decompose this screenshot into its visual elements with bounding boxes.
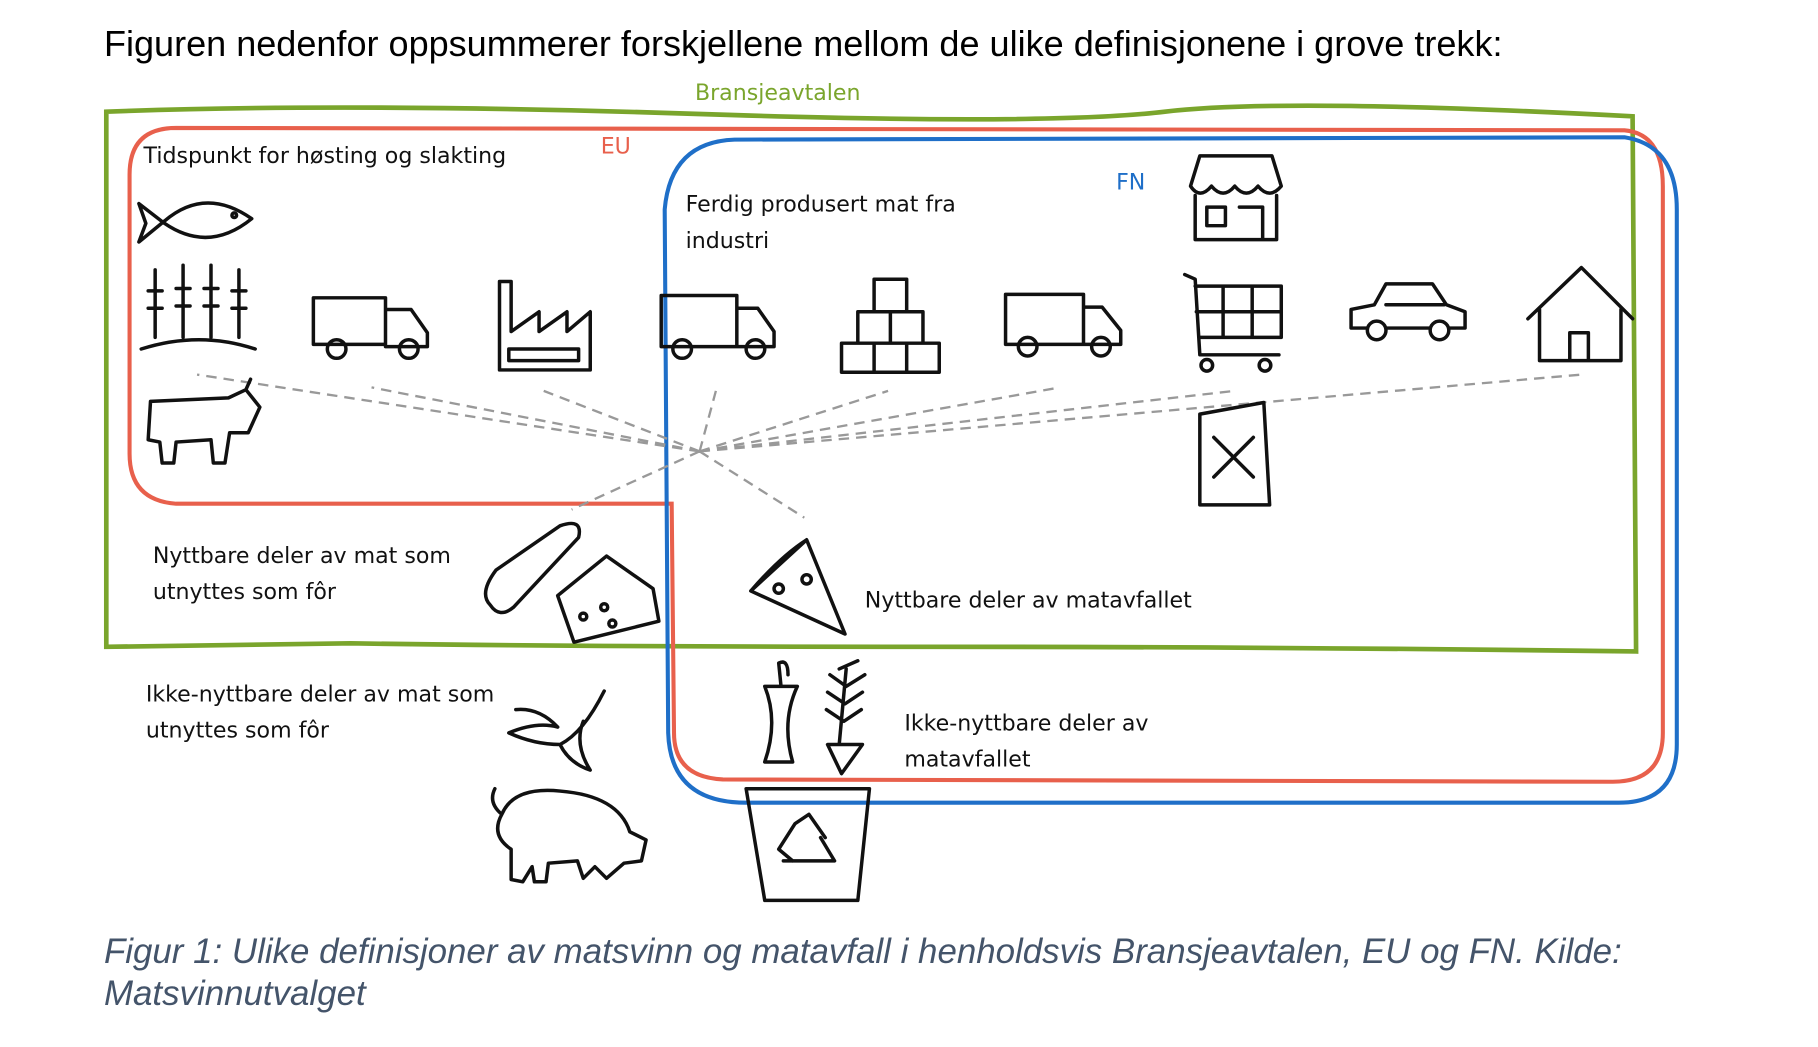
- wheat-icon: [139, 263, 257, 351]
- dump-truck-icon: [311, 296, 430, 361]
- feed-edible-label-line1: Nyttbare deler av mat som: [153, 543, 451, 569]
- car-icon: [1349, 282, 1467, 342]
- bransjeavtalen-boundary: [103, 103, 1639, 654]
- cow-icon: [146, 377, 262, 465]
- fish-bone-icon: [824, 659, 867, 776]
- factory-icon: [497, 279, 592, 372]
- fn-label: FN: [1116, 170, 1145, 196]
- pig-icon: [490, 786, 648, 884]
- shop-icon: [1188, 154, 1284, 242]
- waste-inedible-label-line1: Ikke-nyttbare deler av: [904, 711, 1148, 737]
- restaurant-menu-icon: [1198, 400, 1272, 507]
- banana-peel-icon: [507, 689, 606, 772]
- eu-label: EU: [601, 134, 631, 160]
- shopping-cart-icon: [1182, 272, 1284, 373]
- delivery-truck-icon: [1003, 292, 1123, 358]
- bread-icon: [483, 521, 582, 615]
- waste-edible-label: Nyttbare deler av matavfallet: [865, 587, 1192, 613]
- house-icon: [1526, 265, 1635, 363]
- pizza-slice-icon: [749, 538, 847, 636]
- boxes-icon: [839, 277, 941, 375]
- apple-core-icon: [763, 660, 800, 764]
- feed-edible-label-line2: utnyttes som fôr: [153, 579, 337, 605]
- recycling-bin-icon: [744, 786, 872, 903]
- eu-boundary: [127, 125, 1665, 784]
- truck-icon: [659, 293, 776, 361]
- harvest-label: Tidspunkt for høsting og slakting: [143, 143, 507, 169]
- feed-inedible-label-line2: utnyttes som fôr: [146, 718, 330, 744]
- fish-icon: [137, 201, 254, 244]
- figure-caption-line1: Figur 1: Ulike definisjoner av matsvinn …: [104, 932, 1622, 971]
- figure-caption-line2: Matsvinnutvalget: [104, 974, 367, 1013]
- flow-lines: [196, 373, 1582, 519]
- industry-label-line2: industri: [686, 228, 770, 254]
- industry-label-line1: Ferdig produsert mat fra: [686, 192, 956, 218]
- waste-inedible-label-line2: matavfallet: [904, 747, 1031, 773]
- cheese-icon: [555, 554, 661, 644]
- page-heading: Figuren nedenfor oppsummerer forskjellen…: [104, 23, 1503, 64]
- fn-boundary: [662, 135, 1679, 805]
- bransjeavtalen-label: Bransjeavtalen: [695, 80, 861, 106]
- feed-inedible-label-line1: Ikke-nyttbare deler av mat som: [146, 681, 494, 707]
